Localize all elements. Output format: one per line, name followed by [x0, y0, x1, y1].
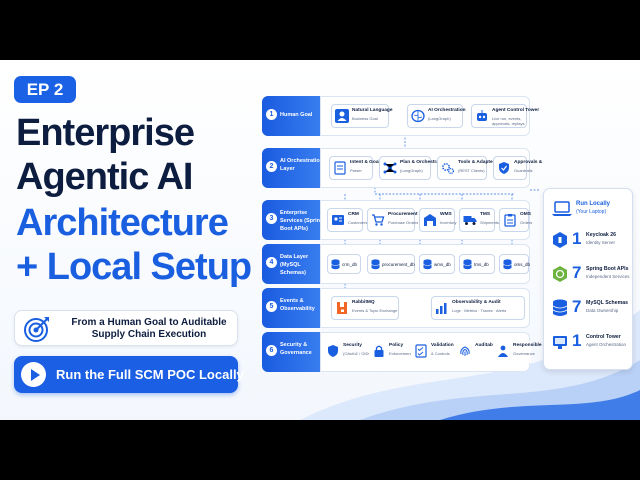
layer-tab-human-goal: 1 Human Goal [262, 96, 331, 136]
network-icon [383, 162, 397, 174]
db-procurement: procurement_db [367, 254, 415, 274]
cart-icon [372, 214, 385, 226]
local-item-spring-boot: 7 Spring Boot APIs Independent Services [550, 263, 630, 289]
laptop-icon [552, 201, 572, 216]
letterbox-bottom [0, 420, 640, 480]
layer-tab-data-layer: 4 Data Layer (MySQL Schemas) [262, 244, 331, 284]
item-validation: Validation & Controls [411, 340, 454, 364]
goal-text: From a Human Goal to Auditable Supply Ch… [71, 317, 227, 340]
node-tools-adapters: Tools & Adapters (REST Clients) [437, 156, 497, 180]
layer-row-human-goal: Natural Language Business Goal AI Orches… [320, 96, 539, 136]
letterbox-top [0, 0, 640, 60]
database-icon [371, 259, 380, 270]
local-item-keycloak: 1 Keycloak 26 Identity Server [550, 229, 630, 255]
node-natural-language: Natural Language Business Goal [331, 104, 393, 128]
lock-icon [374, 345, 384, 357]
node-crm: CRM Customers [327, 208, 367, 232]
node-approvals-guardrails: Approvals & Guardrails [493, 156, 542, 180]
person-shield-icon [498, 345, 508, 357]
layer-tab-enterprise-services: 3 Enterprise Services (Spring Boot APIs) [262, 200, 331, 240]
db-wms: wms_db [419, 254, 455, 274]
item-security: Security (OAuth2 / OIDC) [323, 340, 373, 364]
layer-row-data-layer: crm_db procurement_db wms_db tms_db oms_… [320, 244, 530, 284]
layer-row-ai-orchestration: Intent & Goal Parser Plan & Orchestrate … [320, 148, 542, 188]
db-crm: crm_db [327, 254, 361, 274]
brain-icon [411, 109, 425, 123]
node-oms: OMS Orders [499, 208, 532, 232]
goal-callout: From a Human Goal to Auditable Supply Ch… [14, 310, 238, 346]
db-tms: tms_db [459, 254, 495, 274]
layer-tab-security-governance: 6 Security & Governance [262, 332, 331, 372]
monitor-icon [553, 336, 567, 349]
item-auditability: Auditability [455, 340, 501, 364]
shield-check-icon [499, 162, 509, 174]
thumbnail-canvas: EP 2 Enterprise Agentic AI Architecture … [0, 60, 640, 420]
layer-row-enterprise-services: CRM Customers Procurement Purchase Order… [320, 200, 532, 240]
item-policy: Policy Enforcement [369, 340, 412, 364]
title-line-1: Enterprise [16, 112, 195, 154]
run-locally-title: Run Locally [576, 201, 611, 207]
node-tms: TMS Shipments [459, 208, 499, 232]
robot-icon [477, 110, 487, 121]
keycloak-icon [553, 232, 567, 248]
node-ai-orchestration: AI Orchestration (LangGraph) [407, 104, 466, 128]
crm-icon [332, 215, 344, 225]
node-plan-orchestrate: Plan & Orchestrate (LangGraph) [379, 156, 443, 180]
user-icon [335, 109, 349, 123]
rabbitmq-icon [337, 302, 347, 314]
node-intent-parser: Intent & Goal Parser [329, 156, 380, 180]
run-locally-panel: Run Locally (Your Laptop) 1 Keycloak 26 … [543, 188, 633, 370]
node-rabbitmq: RabbitMQ Events & Topic Exchange [331, 296, 399, 320]
run-poc-label: Run the Full SCM POC Locally [56, 367, 244, 382]
document-icon [334, 161, 346, 175]
run-locally-subtitle: (Your Laptop) [576, 209, 607, 215]
local-item-control-tower: 1 Control Tower Agent Orchestration [550, 331, 630, 357]
checklist-icon [415, 344, 427, 358]
layer-row-security-governance: Security (OAuth2 / OIDC) Policy Enforcem… [320, 332, 547, 372]
shield-icon [328, 345, 338, 357]
title-line-4: + Local Setup [16, 246, 252, 288]
title-line-3: Architecture [16, 202, 229, 244]
background-wave [300, 310, 640, 420]
node-procurement: Procurement Purchase Orders [367, 208, 418, 232]
db-oms: oms_db [499, 254, 530, 274]
clipboard-icon [504, 214, 516, 227]
play-icon [21, 362, 46, 387]
layer-tab-events-observability: 5 Events & Observability [262, 288, 331, 328]
warehouse-icon [424, 214, 436, 226]
database-icon [463, 259, 472, 270]
layer-row-events-observability: RabbitMQ Events & Topic Exchange Observa… [320, 288, 530, 328]
episode-badge: EP 2 [14, 76, 76, 103]
title-line-2: Agentic AI [16, 156, 193, 198]
layer-tab-ai-orchestration: 2 AI Orchestration Layer [262, 148, 331, 188]
database-icon [503, 259, 512, 270]
run-poc-button[interactable]: Run the Full SCM POC Locally [14, 356, 244, 393]
database-icon [331, 259, 340, 270]
gears-icon [442, 163, 455, 175]
chart-icon [436, 303, 447, 314]
target-icon [24, 317, 49, 342]
truck-icon [463, 216, 477, 225]
item-responsible-ai: Responsible AI Governance [493, 340, 547, 364]
node-agent-control-tower: Agent Control Tower Live run, events, ap… [471, 104, 539, 128]
database-icon [552, 299, 568, 316]
database-icon [423, 259, 432, 270]
node-wms: WMS Inventory [419, 208, 456, 232]
local-item-mysql: 7 MySQL Schemas Data Ownership [550, 297, 630, 323]
spring-icon [553, 266, 567, 282]
node-observability-audit: Observability & Audit Logs · Metrics · T… [431, 296, 525, 320]
fingerprint-icon [460, 346, 470, 356]
